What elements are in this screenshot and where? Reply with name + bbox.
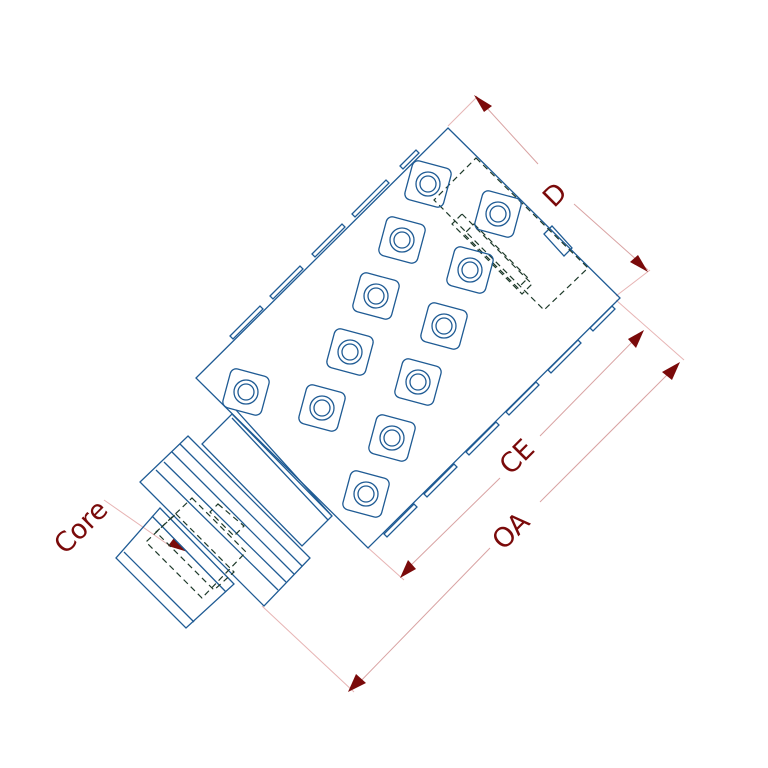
arrow-ce-bottom bbox=[400, 560, 416, 578]
dimension-lines bbox=[353, 95, 677, 689]
arrow-d-bottom bbox=[630, 255, 648, 272]
arrow-d-top bbox=[474, 95, 492, 112]
mounting-hole bbox=[352, 272, 400, 320]
dimension-label-ce: CE bbox=[494, 434, 541, 481]
mounting-hole bbox=[342, 470, 390, 518]
part-outline bbox=[115, 127, 621, 629]
port-nut bbox=[115, 507, 235, 629]
mounting-holes bbox=[222, 160, 522, 518]
mounting-hole bbox=[222, 368, 270, 416]
dimension-arrows bbox=[168, 95, 680, 692]
mounting-hole bbox=[474, 190, 522, 238]
mounting-hole bbox=[368, 414, 416, 462]
mounting-hole bbox=[404, 160, 452, 208]
mounting-hole bbox=[298, 384, 346, 432]
arrow-ce-top bbox=[628, 330, 644, 348]
dimension-label-d: D bbox=[537, 177, 574, 214]
mounting-hole bbox=[326, 328, 374, 376]
mounting-hole bbox=[420, 302, 468, 350]
body-slots-right bbox=[383, 305, 616, 538]
arrow-oa-bottom bbox=[348, 674, 366, 692]
mounting-hole bbox=[378, 216, 426, 264]
dimension-label-core: Core bbox=[48, 494, 114, 560]
arrow-oa-top bbox=[662, 362, 680, 380]
extension-lines bbox=[103, 97, 685, 693]
body-slots-left bbox=[229, 149, 420, 340]
flange bbox=[139, 435, 311, 607]
mounting-hole bbox=[446, 246, 494, 294]
mounting-hole bbox=[394, 358, 442, 406]
dimension-label-oa: OA bbox=[486, 506, 536, 556]
body-neck bbox=[201, 413, 333, 547]
main-body bbox=[195, 127, 621, 549]
